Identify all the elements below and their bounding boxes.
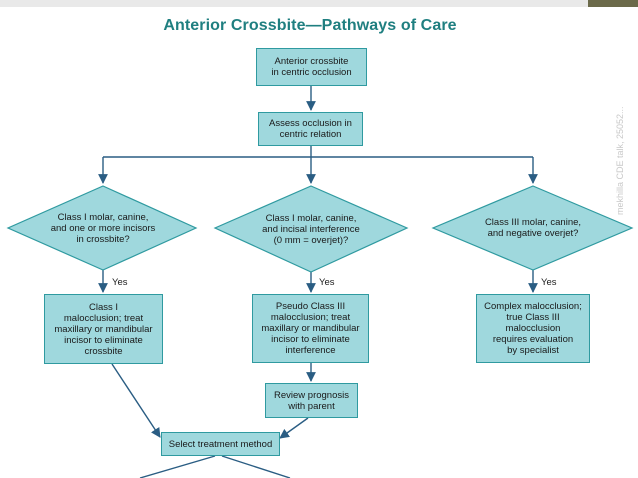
edge-review-select	[279, 417, 309, 439]
decision-diamond-left	[6, 185, 198, 271]
yes-label-right: Yes	[541, 277, 557, 288]
result-mid-box: Pseudo Class III malocclusion; treat max…	[252, 294, 369, 363]
review-box: Review prognosis with parent	[265, 383, 358, 418]
yes-label-mid: Yes	[319, 277, 335, 288]
decision-mid-text: Class I molar, canine, and incisal inter…	[262, 212, 360, 246]
start-box: Anterior crossbite in centric occlusion	[256, 48, 367, 86]
edge-select-down-right	[221, 455, 291, 478]
select-box: Select treatment method	[161, 432, 280, 456]
top-bar-accent	[588, 0, 638, 7]
watermark: mekhilla CDE talk, 25052...	[615, 106, 625, 215]
assess-box: Assess occlusion in centric relation	[258, 112, 363, 146]
edge-rleft-select	[111, 363, 161, 438]
result-right-box: Complex malocclusion; true Class III mal…	[476, 294, 590, 363]
yes-label-left: Yes	[112, 277, 128, 288]
edge-select-down-left	[139, 455, 216, 478]
top-bar	[0, 0, 638, 7]
decision-diamond-mid	[213, 185, 409, 273]
decision-right-text: Class III molar, canine, and negative ov…	[484, 217, 582, 239]
page-title: Anterior Crossbite—Pathways of Care	[163, 17, 457, 34]
decision-left-text: Class I molar, canine, and one or more i…	[50, 211, 156, 245]
result-left-box: Class I malocclusion; treat maxillary or…	[44, 294, 163, 364]
decision-diamond-right	[431, 185, 634, 271]
